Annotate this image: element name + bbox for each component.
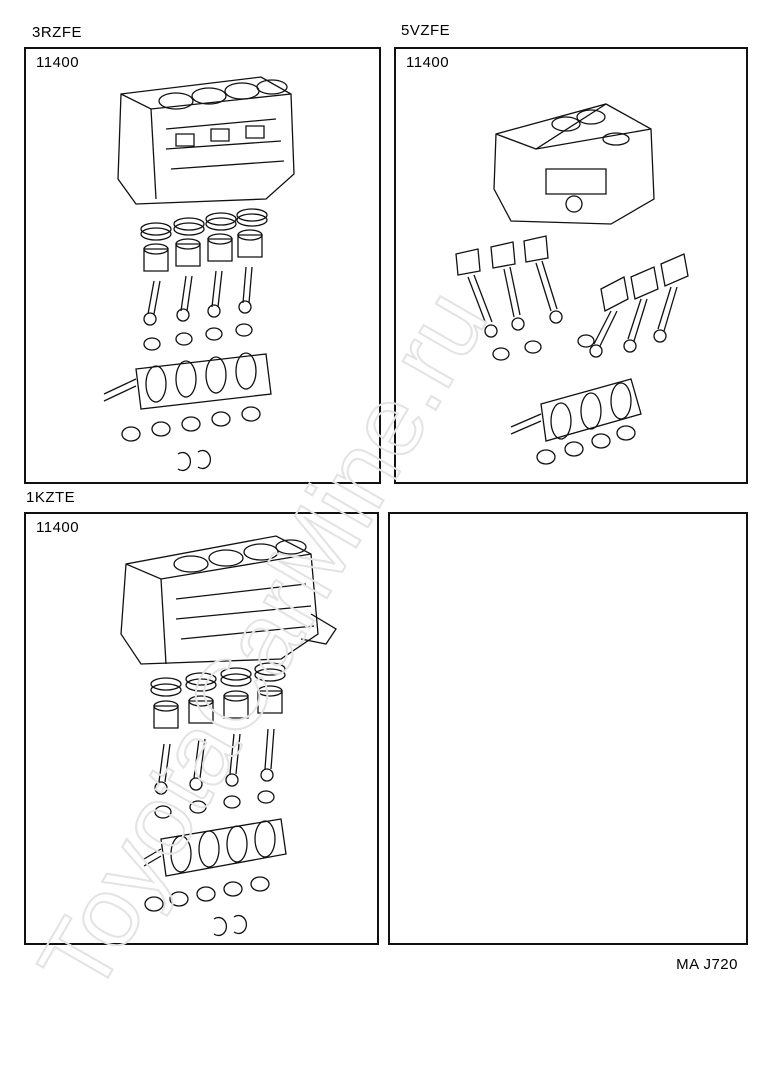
- part-number: 11400: [406, 54, 450, 71]
- short-block-illustration: [26, 49, 379, 482]
- panel-1kzte: 11400: [24, 512, 379, 945]
- panel-5vzfe: 11400: [394, 47, 748, 484]
- panel-3rzfe: 11400: [24, 47, 381, 484]
- engine-label-1kzte: 1KZTE: [26, 489, 76, 506]
- short-block-illustration: [26, 514, 377, 943]
- part-number: 11400: [36, 54, 80, 71]
- part-number: 11400: [36, 519, 80, 536]
- engine-label-3rzfe: 3RZFE: [32, 24, 83, 41]
- panel-empty: [388, 512, 748, 945]
- short-block-illustration: [396, 49, 746, 482]
- engine-label-5vzfe: 5VZFE: [401, 22, 451, 39]
- diagram-code: MA J720: [676, 956, 738, 973]
